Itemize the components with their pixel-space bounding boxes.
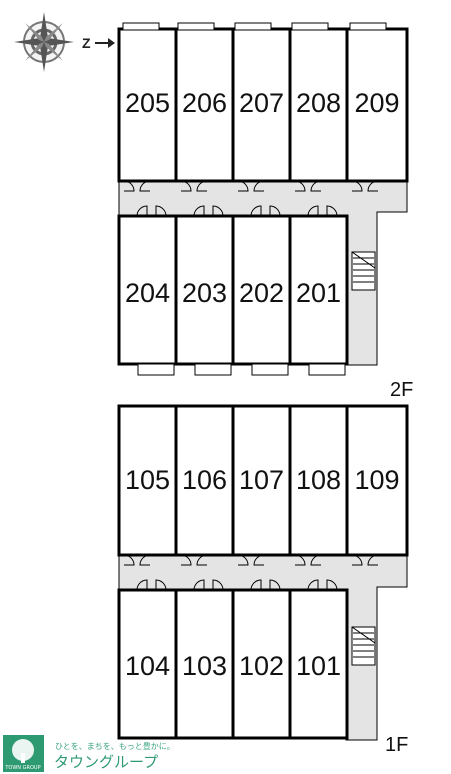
unit-107: 107 (231, 404, 292, 557)
unit-label: 109 (354, 465, 399, 495)
unit-105: 105 (117, 404, 178, 557)
staircase-icon (351, 626, 376, 666)
door-icons (123, 180, 379, 217)
unit-103: 103 (174, 588, 235, 740)
unit-101: 101 (288, 588, 349, 740)
north-arrow-icon (95, 38, 115, 48)
unit-109: 109 (345, 404, 409, 557)
floor-label: 1F (385, 734, 408, 756)
logo-small-text: TOWN GROUP (4, 765, 40, 771)
compass-north-label: Z (82, 35, 91, 51)
unit-203: 203 (174, 214, 235, 376)
unit-209: 209 (345, 22, 409, 183)
unit-108: 108 (288, 404, 349, 557)
unit-label: 104 (125, 651, 170, 681)
unit-label: 107 (239, 465, 284, 495)
unit-207: 207 (231, 22, 292, 183)
staircase-icon (351, 251, 376, 291)
unit-label: 205 (125, 88, 170, 118)
door-icons (123, 554, 379, 591)
logo-name: タウングループ (54, 753, 158, 771)
unit-202: 202 (231, 214, 292, 376)
compass (14, 12, 74, 72)
unit-204: 204 (117, 214, 178, 376)
unit-label: 203 (182, 278, 227, 308)
unit-label: 201 (296, 278, 341, 308)
unit-102: 102 (231, 588, 292, 740)
unit-label: 202 (239, 278, 284, 308)
unit-label: 106 (182, 465, 227, 495)
unit-label: 207 (239, 88, 284, 118)
unit-205: 205 (117, 22, 178, 183)
floor-1f: 105 106 107 108 109 104 103 102 (117, 404, 409, 756)
unit-201: 201 (288, 214, 349, 376)
unit-label: 206 (182, 88, 227, 118)
unit-label: 208 (296, 88, 341, 118)
unit-label: 103 (182, 651, 227, 681)
unit-label: 105 (125, 465, 170, 495)
floor-label: 2F (390, 379, 413, 401)
unit-206: 206 (174, 22, 235, 183)
unit-104: 104 (117, 588, 178, 740)
unit-label: 102 (239, 651, 284, 681)
unit-label: 209 (354, 88, 399, 118)
unit-label: 204 (125, 278, 170, 308)
unit-208: 208 (288, 22, 349, 183)
unit-106: 106 (174, 404, 235, 557)
unit-label: 101 (296, 651, 341, 681)
logo-tagline: ひとを、まちを、もっと豊かに。 (55, 741, 175, 751)
floor-2f: 205 206 207 208 209 204 (117, 22, 413, 401)
town-group-logo: TOWN GROUP ひとを、まちを、もっと豊かに。 タウングループ (3, 735, 175, 772)
unit-label: 108 (296, 465, 341, 495)
